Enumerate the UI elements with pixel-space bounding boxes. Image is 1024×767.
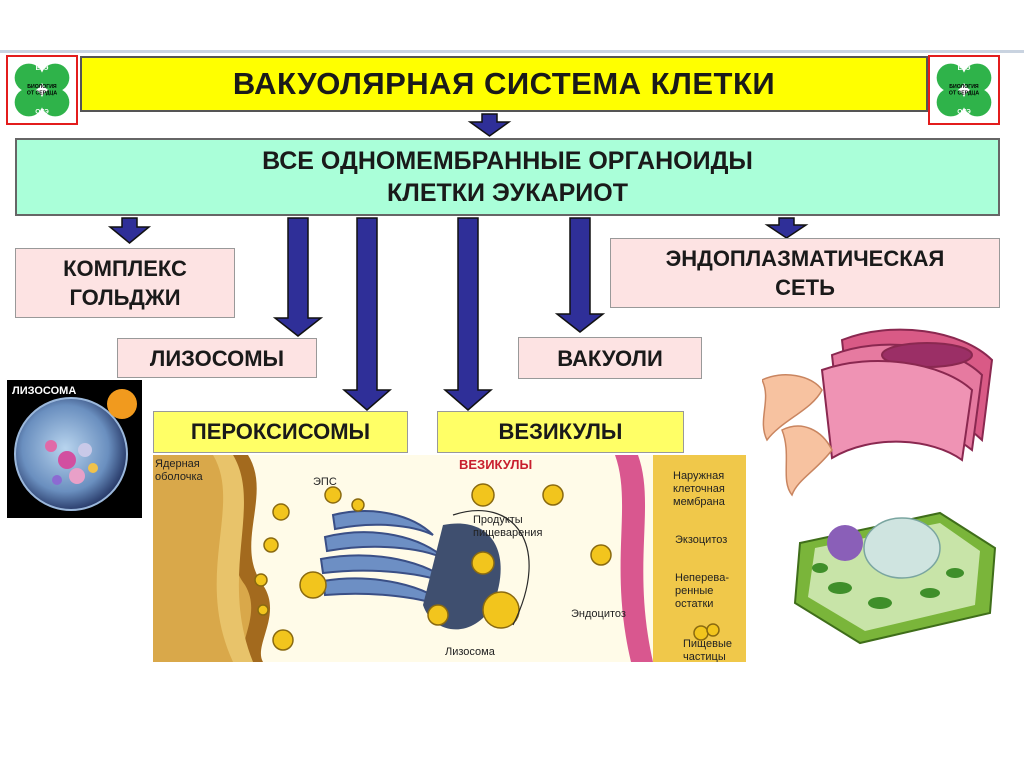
lysosome-image: ЛИЗОСОМА <box>7 380 142 518</box>
label-endocytosis: Эндоцитоз <box>571 608 626 620</box>
arrow-to-er <box>767 218 806 238</box>
vesicles-box: ВЕЗИКУЛЫ <box>437 411 684 453</box>
arrow-to-vacuoles <box>557 218 603 332</box>
golgi-line1: КОМПЛЕКС <box>63 254 187 283</box>
arrow-title-to-header <box>470 114 509 136</box>
arrow-to-golgi <box>110 218 149 243</box>
er-box: ЭНДОПЛАЗМАТИЧЕСКАЯ СЕТЬ <box>610 238 1000 308</box>
label-lysosome: Лизосома <box>445 646 496 658</box>
label-nuclear-envelope-1: Ядерная <box>155 458 200 470</box>
lysosome-image-label: ЛИЗОСОМА <box>12 385 76 397</box>
label-outer-membrane-3: мембрана <box>673 496 726 508</box>
label-undigested-1: Неперевa- <box>675 572 729 584</box>
label-undigested-2: ренные <box>675 585 713 597</box>
golgi-line2: ГОЛЬДЖИ <box>69 283 180 312</box>
label-food-1: Пищевые <box>683 638 732 650</box>
figure-heading: ВЕЗИКУЛЫ <box>459 457 532 472</box>
label-digestion-1: Продукты <box>473 514 523 526</box>
arrow-to-vesicles <box>445 218 491 410</box>
golgi-box: КОМПЛЕКС ГОЛЬДЖИ <box>15 248 235 318</box>
peroxisomes-box: ПЕРОКСИСОМЫ <box>153 411 408 453</box>
plant-cell-image <box>790 493 1000 648</box>
er-line1: ЭНДОПЛАЗМАТИЧЕСКАЯ <box>666 244 945 273</box>
label-outer-membrane-2: клеточная <box>673 483 725 495</box>
label-eps: ЭПС <box>313 476 337 488</box>
label-digestion-2: пищеварения <box>473 527 542 539</box>
label-food-2: частицы <box>683 651 726 662</box>
golgi-complex-image <box>762 320 1002 500</box>
lysosomes-box: ЛИЗОСОМЫ <box>117 338 317 378</box>
arrow-to-lysosomes <box>275 218 321 336</box>
er-line2: СЕТЬ <box>775 273 835 302</box>
label-outer-membrane-1: Наружная <box>673 470 724 482</box>
label-undigested-3: остатки <box>675 598 713 610</box>
arrow-to-peroxisomes <box>344 218 390 410</box>
label-nuclear-envelope-2: оболочка <box>155 471 203 483</box>
label-exocytosis: Экзоцитоз <box>675 534 727 546</box>
cell-vesicles-figure: Ядерная оболочка ЭПС ВЕЗИКУЛЫ Продукты п… <box>153 455 746 662</box>
vacuoles-box: ВАКУОЛИ <box>518 337 702 379</box>
